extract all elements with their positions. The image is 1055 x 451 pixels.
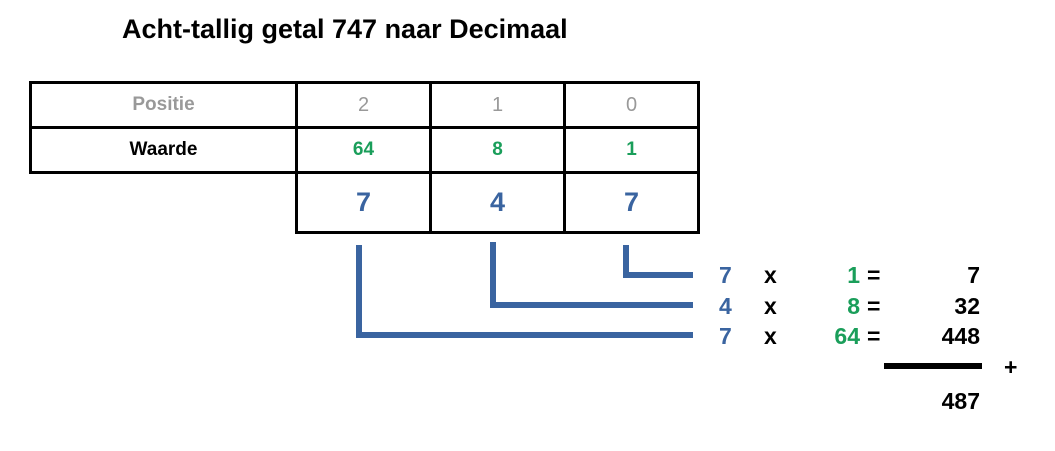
calc-weight: 8 (847, 293, 860, 319)
calc-digit: 4 (719, 293, 732, 319)
position-row: Positie 2 1 0 (29, 81, 700, 129)
weight-64: 64 (295, 126, 432, 174)
position-2: 2 (295, 81, 432, 129)
times-symbol: x (764, 323, 777, 349)
position-label: Positie (29, 81, 298, 129)
value-label: Waarde (29, 126, 298, 174)
digit-row: 7 4 7 (30, 171, 700, 234)
connector-pos-2 (356, 245, 693, 338)
plus-symbol: + (1004, 354, 1018, 380)
equals-symbol: = (867, 293, 881, 319)
times-symbol: x (764, 262, 777, 288)
calc-weight: 64 (834, 323, 860, 349)
equals-symbol: = (867, 323, 881, 349)
calc-product: 7 (967, 262, 980, 288)
calc-digit: 7 (719, 323, 732, 349)
weight-8: 8 (429, 126, 566, 174)
position-1: 1 (429, 81, 566, 129)
calc-product: 32 (954, 293, 980, 319)
connector-pos-0 (623, 245, 693, 278)
times-symbol: x (764, 293, 777, 319)
calc-digit: 7 (719, 262, 732, 288)
empty-cell (30, 171, 298, 233)
equals-symbol: = (867, 262, 881, 288)
digit-pos-0: 7 (563, 171, 700, 234)
calc-product: 448 (941, 323, 980, 349)
page-title: Acht-tallig getal 747 naar Decimaal (122, 14, 568, 44)
position-table: Positie 2 1 0 Waarde 64 8 1 7 4 7 (29, 81, 700, 234)
connector-pos-1 (490, 242, 693, 308)
digit-pos-2: 7 (295, 171, 432, 234)
calc-weight: 1 (847, 262, 860, 288)
total-value: 487 (941, 388, 980, 414)
sum-bar (884, 363, 982, 369)
digit-pos-1: 4 (429, 171, 566, 234)
weight-1: 1 (563, 126, 700, 174)
position-0: 0 (563, 81, 700, 129)
value-row: Waarde 64 8 1 (29, 126, 700, 174)
